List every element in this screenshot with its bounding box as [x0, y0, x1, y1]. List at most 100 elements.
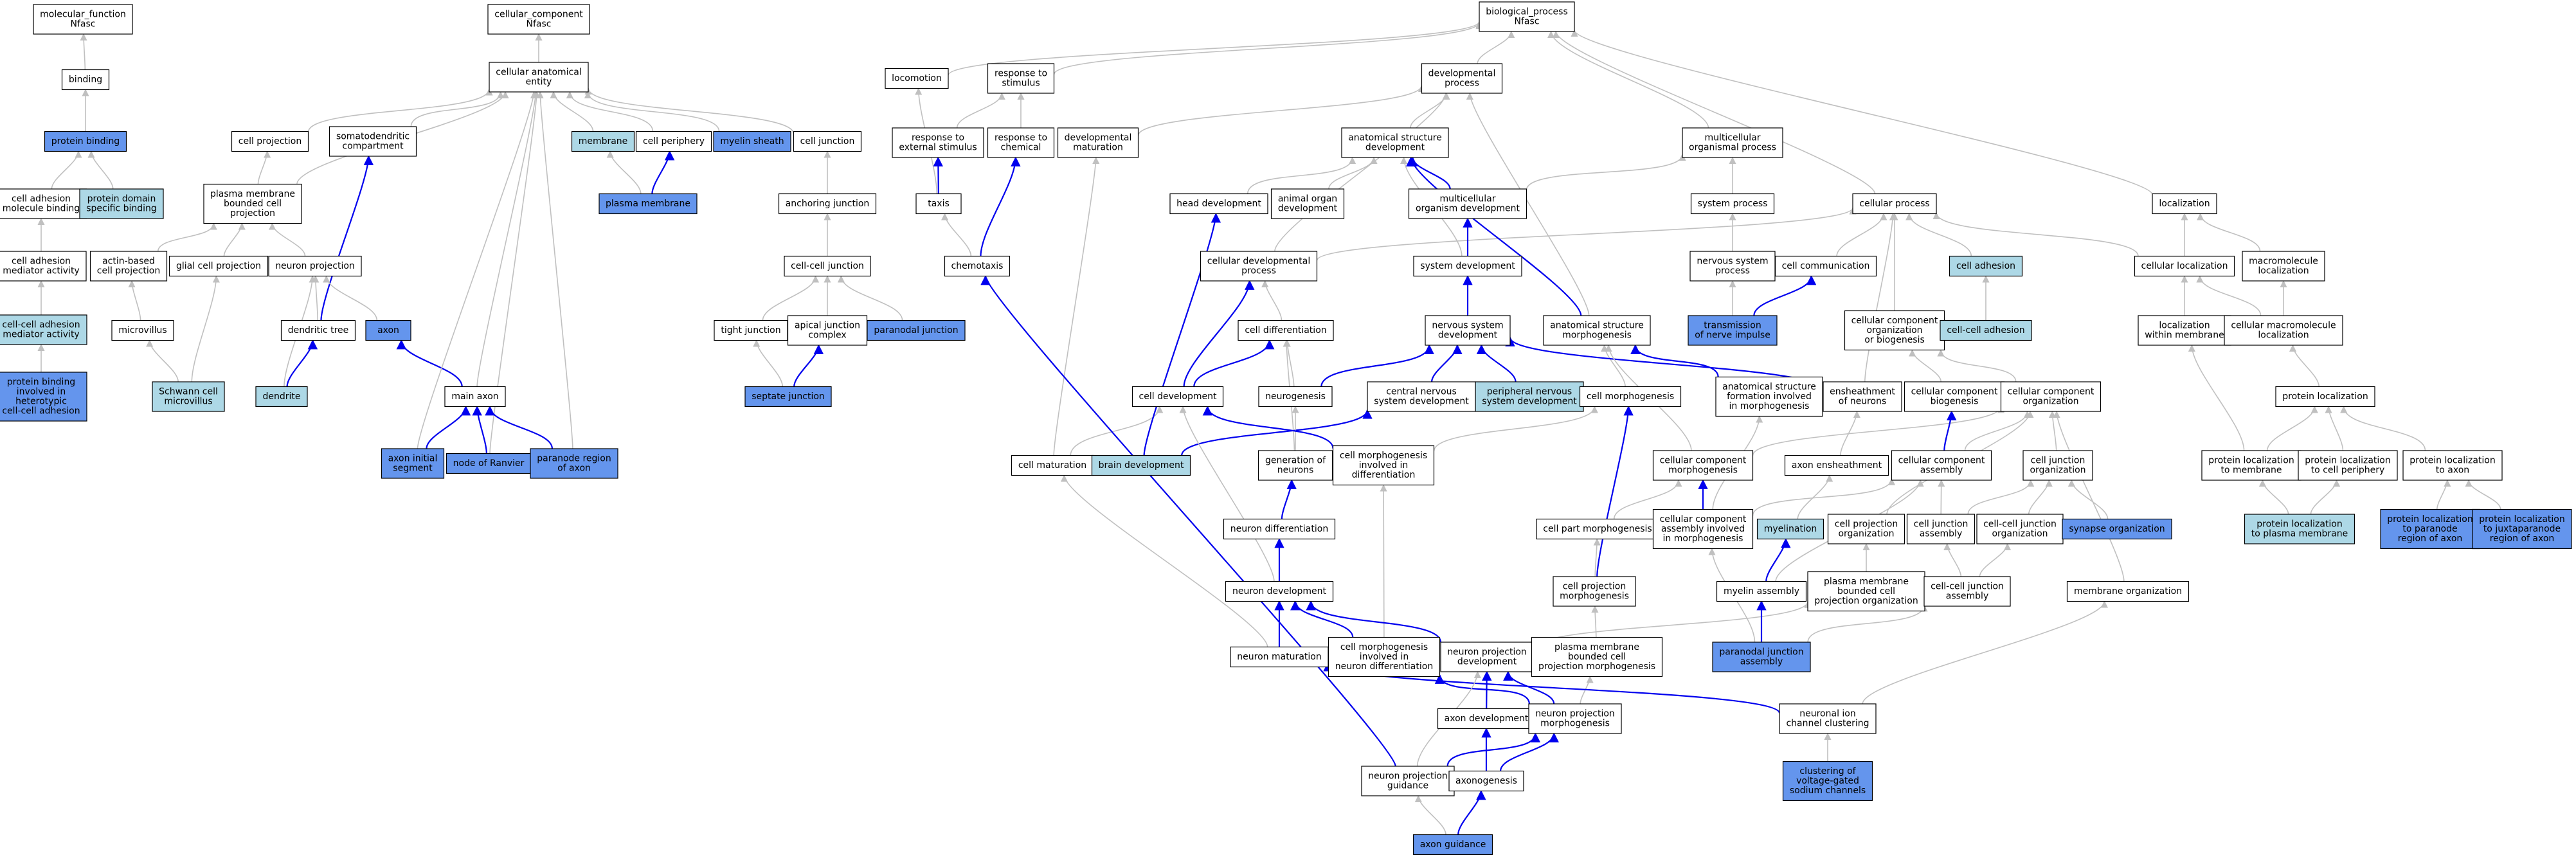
- edge-cell-cell-junction-assembly-to-cell-junction-assembly: [1943, 543, 1962, 577]
- edge-cell-adhesion-mol-binding-to-protein-binding: [51, 150, 82, 190]
- edge-axon-initial-segment-to-main-axon: [426, 405, 471, 449]
- node-box: [1774, 255, 1877, 277]
- node-box: [111, 319, 174, 341]
- edge-cell-maturation-to-cell-development: [1070, 406, 1164, 456]
- node-label: cell-cell adhesion: [1947, 325, 2024, 336]
- node-label: apical junction: [795, 321, 860, 331]
- node-box: [1844, 310, 1945, 351]
- node-box: [2275, 386, 2375, 408]
- edge-transmission-nerve-impulse-to-cell-communication: [1753, 274, 1817, 316]
- node-label: channel clustering: [1786, 719, 1869, 729]
- edge-neuron-projection-to-pm-bounded-projection: [268, 222, 306, 256]
- node-box: [1270, 188, 1345, 219]
- node-label: or biogenesis: [1864, 335, 1925, 345]
- edge-anatomical-structure-morph-to-anatomical-structure-dev: [1406, 156, 1582, 316]
- edge-locomotion-to-bp-root: [948, 21, 1483, 76]
- edge-developmental-process-to-bp-root: [1477, 30, 1515, 64]
- node-box: [44, 130, 127, 152]
- node-label: main axon: [451, 391, 498, 402]
- node-box: [2472, 508, 2572, 550]
- node-box: [2402, 450, 2503, 481]
- edge-membrane-to-anatomical-entity: [550, 91, 594, 132]
- node-neuron-maturation: neuron maturation: [1230, 646, 1329, 668]
- edge-response-stimulus-to-bp-root: [1053, 21, 1483, 75]
- edge-cns-development-to-nervous-system-dev: [1430, 344, 1463, 382]
- node-label: central nervous: [1386, 387, 1457, 397]
- edge-microvillus-to-actin-projection: [128, 280, 141, 321]
- node-box: [1332, 445, 1435, 486]
- node-box: [329, 126, 417, 157]
- node-box: [2062, 518, 2172, 540]
- node-label: developmental: [1065, 133, 1132, 143]
- node-box: [1923, 576, 2011, 607]
- edge-ensheathment-neurons-to-cellular-process: [1864, 213, 1897, 382]
- edge-main-axon-to-anatomical-entity: [476, 91, 539, 387]
- node-box: [599, 193, 698, 215]
- edge-pm-bounded-projection-to-cell-projection: [257, 150, 271, 184]
- node-myelination: myelination: [1756, 518, 1824, 540]
- node-box: [1238, 319, 1334, 341]
- node-box: [487, 4, 590, 35]
- node-box: [255, 386, 308, 408]
- node-box: [1223, 518, 1336, 540]
- node-box: [1421, 63, 1503, 94]
- edge-myelination-to-axon-ensheathment: [1797, 474, 1833, 519]
- node-box: [1057, 127, 1139, 158]
- edge-response-external-to-response-stimulus: [956, 92, 1005, 129]
- edge-protein-loc-plasma-membrane-to-protein-loc-membrane: [2258, 479, 2289, 515]
- node-label: projection morphogenesis: [1538, 661, 1655, 672]
- node-box: [1688, 315, 1778, 346]
- node-box: [713, 130, 791, 152]
- edge-cellular-component-assembly-to-cellular-component-org: [1964, 410, 2031, 451]
- node-box: [1531, 636, 1663, 678]
- node-label: cell adhesion: [1956, 261, 2015, 271]
- node-glial-projection: glial cell projection: [168, 255, 269, 277]
- node-label: cellular component: [1660, 456, 1747, 466]
- node-box: [1553, 576, 1636, 607]
- node-box: [2134, 255, 2235, 277]
- node-box: [1779, 703, 1877, 734]
- edge-cell-projection-morph-to-cell-part-morph: [1593, 538, 1601, 577]
- node-label: cell-cell junction: [1983, 519, 2057, 530]
- edge-cellular-dev-process-to-developmental-process: [1274, 92, 1450, 252]
- node-label: cell development: [1139, 391, 1217, 402]
- node-head-development: head development: [1169, 193, 1268, 215]
- node-label: compartment: [342, 141, 404, 152]
- node-label: cellular process: [1859, 199, 1929, 209]
- node-axon-ensheathment: axon ensheathment: [1784, 454, 1889, 476]
- node-myelin-assembly: myelin assembly: [1716, 580, 1807, 602]
- edge-protein-loc-periphery-to-protein-localization: [2325, 406, 2344, 451]
- node-label: chemotaxis: [951, 261, 1004, 271]
- node-cell-differentiation: cell differentiation: [1238, 319, 1334, 341]
- node-box: [1367, 381, 1476, 412]
- node-label: cell-cell adhesion: [2, 406, 80, 417]
- edge-pm-projection-morph-to-cell-projection-morph: [1591, 605, 1599, 638]
- node-box: [1440, 642, 1534, 672]
- node-label: voltage-gated: [1796, 776, 1859, 786]
- node-cellular-localization: cellular localization: [2134, 255, 2235, 277]
- node-box: [2000, 381, 2102, 412]
- node-label: organism development: [1416, 204, 1520, 214]
- edge-protein-loc-paranode-to-protein-loc-axon: [2436, 479, 2451, 510]
- node-label: assembly: [1920, 465, 1963, 476]
- node-box: [1425, 315, 1511, 346]
- node-box: [1827, 514, 1905, 544]
- node-box: [793, 130, 862, 152]
- node-box: [61, 69, 110, 91]
- node-label: anatomical structure: [1348, 133, 1442, 143]
- node-box: [0, 314, 87, 345]
- node-label: microvillus: [118, 325, 167, 336]
- edge-cell-junction-to-anatomical-entity: [584, 87, 795, 134]
- edge-cellular-component-assembly-to-cellular-component-biogenesis: [1943, 410, 1957, 451]
- node-label: anchoring junction: [786, 199, 870, 209]
- node-label: membrane organization: [2074, 586, 2182, 597]
- node-label: axon development: [1445, 714, 1529, 724]
- node-label: process: [1445, 78, 1479, 89]
